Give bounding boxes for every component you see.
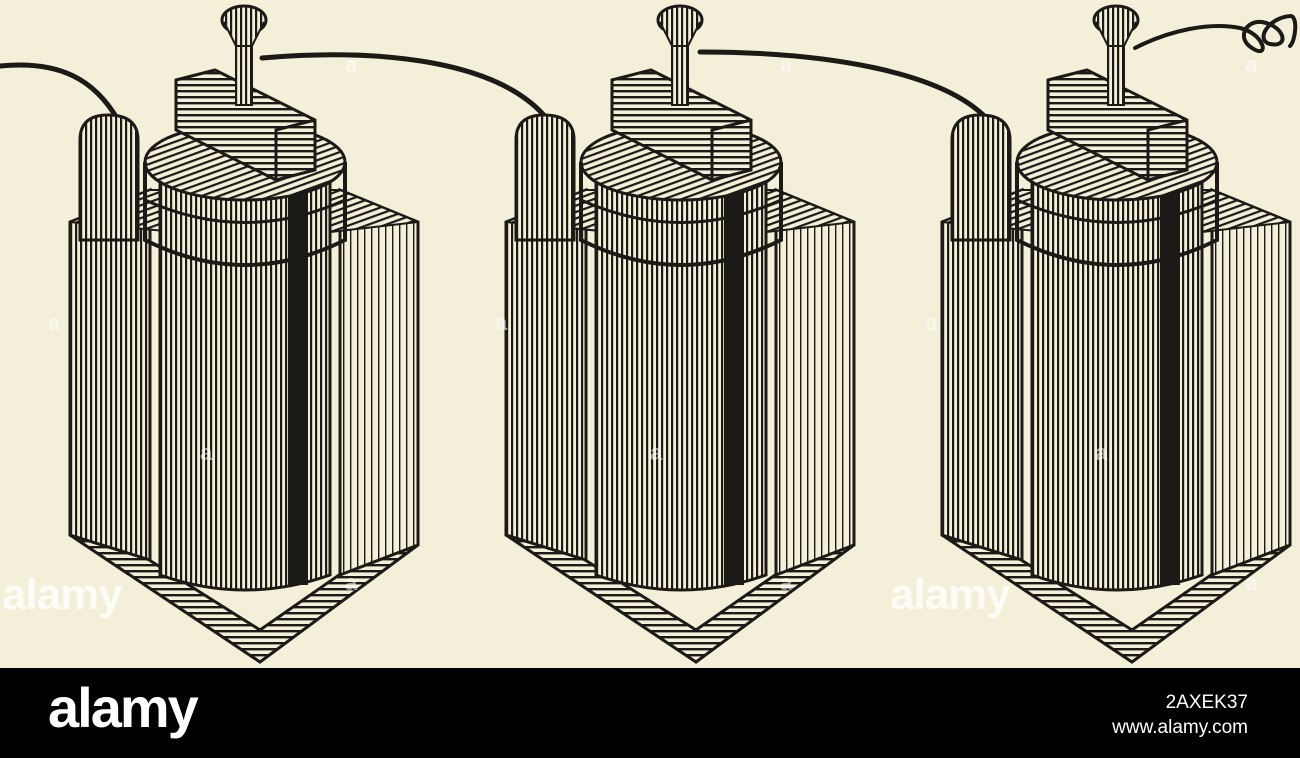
porous-cylinder [1030, 158, 1204, 592]
jar-left-face [940, 187, 1024, 563]
carbon-plate [1046, 68, 1189, 182]
wires [0, 14, 1298, 125]
watermark-glyph-4: a [495, 310, 508, 335]
cell-left [68, 4, 420, 664]
wire-lead-right [1133, 14, 1298, 54]
watermark-glyph-5: a [925, 310, 938, 335]
image-id: 2AXEK37 [1165, 692, 1248, 713]
cell-right [940, 4, 1292, 664]
watermark-glyph-1: a [780, 52, 793, 77]
engraving-svg: a a a a a a a a a a a a [0, 4, 1298, 664]
cell-middle [504, 4, 856, 664]
watermark-overlays: a a a a a a a a a a a a [48, 52, 1258, 595]
cells-group [68, 4, 1292, 664]
cylinder-collar [579, 162, 783, 267]
watermark-glyph-11: a [1245, 570, 1258, 595]
watermark-glyph-2: a [1245, 52, 1258, 77]
jar-left-face [68, 187, 152, 563]
watermark-glyph-3: a [48, 310, 61, 335]
cylinder-collar [143, 162, 347, 267]
zinc-rod [950, 113, 1012, 242]
footer-bar: alamy 2AXEK37 www.alamy.com [0, 668, 1300, 758]
watermark-glyph-10: a [780, 570, 793, 595]
wire-left-to-middle [259, 52, 551, 123]
site-url[interactable]: www.alamy.com [1112, 717, 1248, 738]
zinc-rod [514, 113, 576, 242]
jar-right-face [1210, 187, 1292, 578]
jar-right-face [338, 187, 420, 578]
wire-lead-left [0, 62, 121, 123]
cylinder-shadow [724, 170, 744, 585]
wire-middle-to-right [697, 49, 993, 125]
jar-right-face [774, 187, 856, 578]
zinc-rod [78, 113, 140, 242]
binding-post [235, 44, 253, 106]
carbon-plate [174, 68, 317, 182]
watermark-glyph-7: a [650, 440, 663, 465]
cylinder-shadow [1160, 170, 1180, 585]
jar-left-face [504, 187, 588, 563]
binding-post [671, 44, 689, 106]
porous-cylinder [158, 158, 332, 592]
carbon-plate [610, 68, 753, 182]
cylinder-collar [1015, 162, 1219, 267]
watermark-glyph-0: a [345, 52, 358, 77]
cylinder-shadow [288, 170, 308, 585]
binding-post [1107, 44, 1125, 106]
watermark-glyph-8: a [1095, 440, 1108, 465]
porous-cylinder [594, 158, 768, 592]
watermark-glyph-9: a [345, 570, 358, 595]
watermark-glyph-6: a [200, 440, 213, 465]
brand-logo[interactable]: alamy [48, 676, 199, 739]
